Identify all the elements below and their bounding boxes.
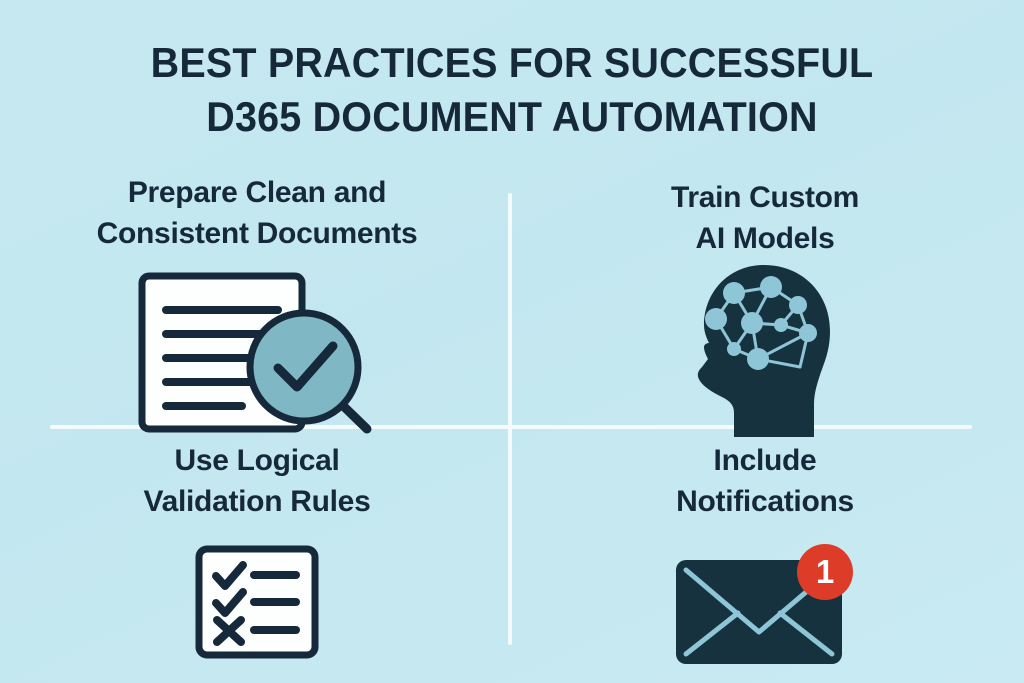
- title-line-1: BEST PRACTICES FOR SUCCESSFUL: [150, 39, 874, 86]
- page-title: BEST PRACTICES FOR SUCCESSFUL D365 DOCUM…: [0, 36, 1024, 144]
- quadrant-use-logical-validation-rules: Use Logical Validation Rules: [8, 440, 506, 660]
- quadrant-heading-line-1: Include: [713, 444, 817, 477]
- document-with-magnifier-check-icon: [135, 270, 379, 436]
- quadrant-heading: Use Logical Validation Rules: [144, 440, 371, 522]
- quadrant-heading-line-1: Prepare Clean and: [127, 176, 387, 209]
- checklist-validation-icon: [194, 544, 320, 660]
- vertical-divider: [508, 193, 512, 645]
- notification-badge-count: 1: [816, 553, 834, 590]
- title-line-2: D365 DOCUMENT AUTOMATION: [206, 93, 818, 140]
- quadrant-heading-line-2: AI Models: [695, 222, 835, 255]
- quadrant-heading-line-2: Notifications: [676, 485, 854, 518]
- quadrant-heading-line-1: Train Custom: [670, 181, 860, 214]
- quadrant-heading-line-2: Consistent Documents: [96, 217, 418, 250]
- head-neural-network-icon: [690, 263, 840, 439]
- notification-badge-circle: [797, 544, 853, 600]
- quadrant-heading-line-1: Use Logical: [174, 444, 340, 477]
- quadrant-heading: Include Notifications: [676, 440, 854, 522]
- quadrant-include-notifications: Include Notifications 1: [516, 440, 1014, 670]
- quadrant-heading: Train Custom AI Models: [671, 177, 859, 259]
- quadrant-prepare-clean-documents: Prepare Clean and Consistent Documents: [8, 172, 506, 436]
- envelope-notification-icon: 1: [670, 544, 860, 670]
- quadrant-heading: Prepare Clean and Consistent Documents: [97, 172, 418, 254]
- quadrant-heading-line-2: Validation Rules: [143, 485, 371, 518]
- quadrant-train-custom-ai-models: Train Custom AI Models: [516, 177, 1014, 439]
